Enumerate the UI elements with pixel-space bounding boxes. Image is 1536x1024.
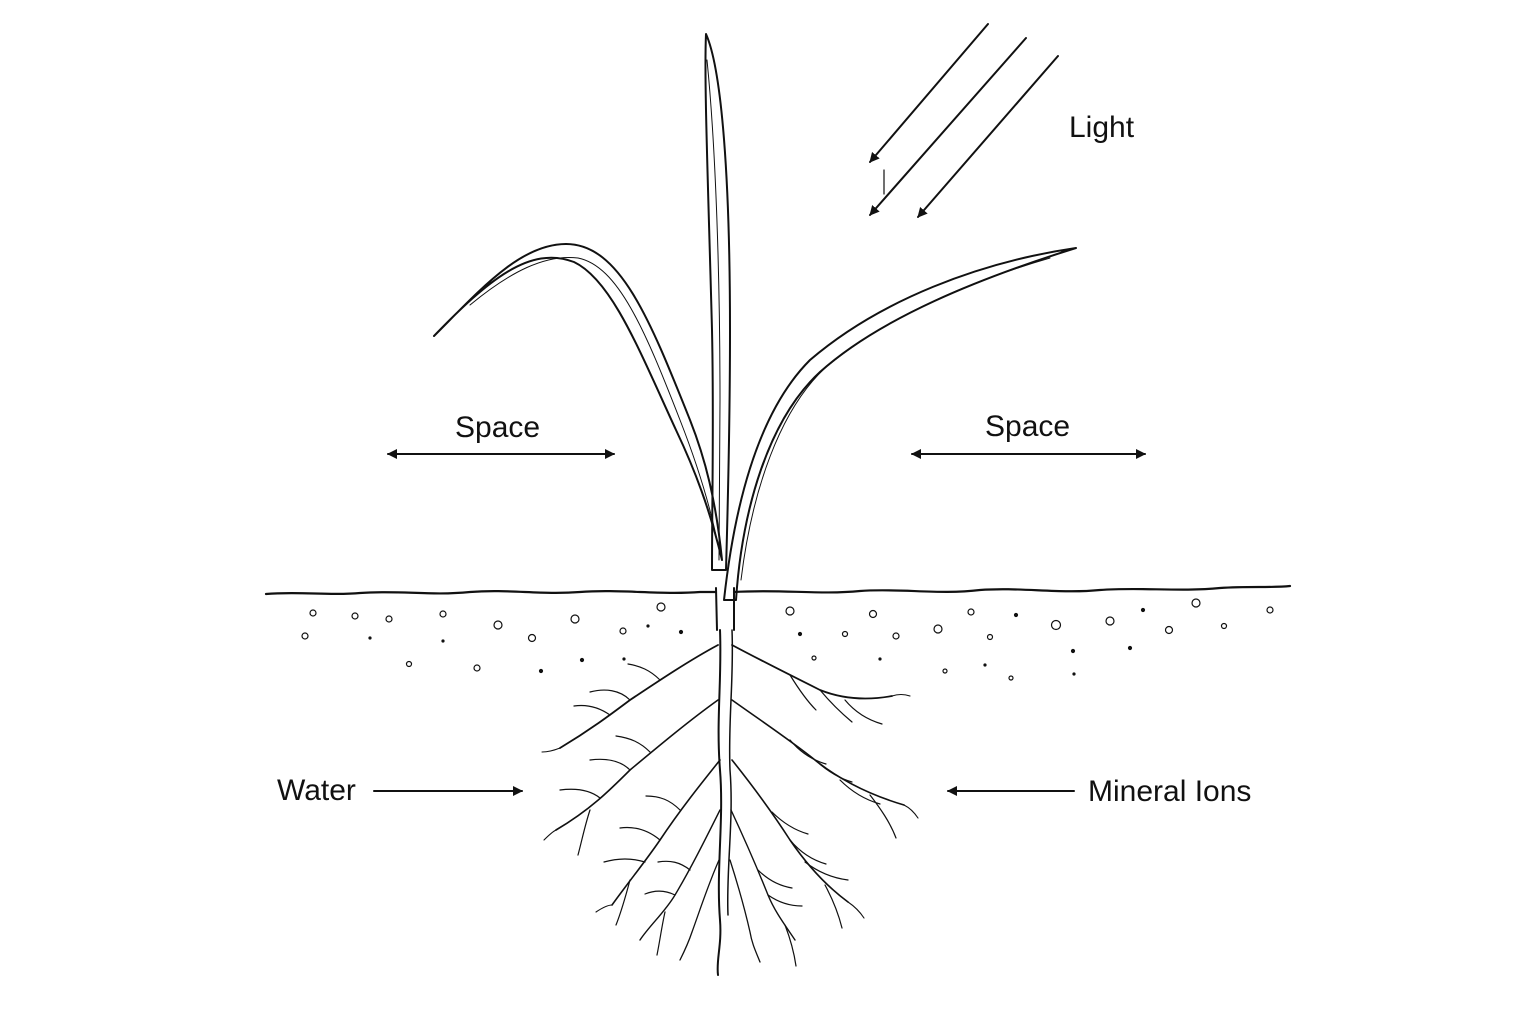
soil-particle xyxy=(811,655,817,661)
soil-particle xyxy=(1013,612,1019,618)
root xyxy=(679,859,720,961)
space-label-right: Space xyxy=(985,410,1070,443)
soil-particle xyxy=(646,624,650,628)
soil-particles xyxy=(301,598,1274,681)
soil-particle xyxy=(1008,675,1014,681)
soil-particle xyxy=(785,606,795,616)
soil-particle xyxy=(1070,648,1076,654)
soil-particle xyxy=(1127,645,1133,651)
soil-particle xyxy=(1191,598,1201,608)
plant-shoot xyxy=(433,33,1077,631)
light-arrows xyxy=(869,23,1059,218)
central-leaf xyxy=(704,33,731,571)
soil-particle xyxy=(493,620,503,630)
soil-particle xyxy=(473,664,481,672)
soil-particle xyxy=(967,608,975,616)
soil-particle xyxy=(619,627,627,635)
root-branch xyxy=(771,811,849,929)
root-branch xyxy=(541,747,613,913)
soil-particle xyxy=(868,609,878,619)
root-branch xyxy=(847,693,919,919)
soil-particle xyxy=(878,657,882,661)
space-label-left: Space xyxy=(455,411,540,444)
root-branch xyxy=(789,674,883,725)
root-branch xyxy=(603,795,681,926)
soil-particle xyxy=(892,632,900,640)
right-leaf-vein xyxy=(740,257,1051,581)
left-leaf xyxy=(433,243,723,561)
soil-particle xyxy=(1105,616,1115,626)
soil-particle xyxy=(405,660,413,668)
root-system xyxy=(541,629,919,976)
soil-particle xyxy=(439,610,447,618)
light-arrow xyxy=(869,23,989,163)
root-branch xyxy=(573,663,661,716)
taproot-edge xyxy=(726,629,734,916)
root-branch xyxy=(757,869,803,967)
stem-base xyxy=(715,587,735,631)
soil-particle xyxy=(1140,607,1146,613)
soil-particle xyxy=(986,633,994,641)
mineral-ions-label: Mineral Ions xyxy=(1088,775,1251,808)
soil-particle xyxy=(797,631,803,637)
root xyxy=(731,644,893,700)
soil-particle xyxy=(368,636,372,640)
root xyxy=(611,759,721,906)
soil-particle xyxy=(309,609,317,617)
soil-particle xyxy=(351,612,359,620)
soil-particle xyxy=(527,633,537,643)
root-branch xyxy=(559,735,651,856)
light-arrow xyxy=(917,55,1059,218)
root xyxy=(729,859,761,963)
soil-particle xyxy=(1072,672,1076,676)
left-leaf-vein xyxy=(469,256,719,546)
light-label: Light xyxy=(1069,111,1135,144)
root-branch xyxy=(644,860,691,956)
central-leaf-vein xyxy=(706,59,721,561)
light-arrow xyxy=(869,37,1027,216)
soil-particle xyxy=(983,663,987,667)
soil-particle xyxy=(933,624,943,634)
soil-particle xyxy=(656,602,666,612)
soil-particle xyxy=(301,632,309,640)
root xyxy=(731,699,905,806)
soil-particle xyxy=(570,614,580,624)
soil-particle xyxy=(385,615,393,623)
soil-surface xyxy=(264,584,1292,596)
soil-particle xyxy=(622,657,626,661)
soil-particle xyxy=(1164,625,1174,635)
soil-particle xyxy=(538,668,544,674)
root xyxy=(555,699,719,831)
root-branch xyxy=(789,739,897,839)
soil-particle xyxy=(1050,619,1062,631)
soil-particle xyxy=(841,630,849,638)
soil-particle xyxy=(942,668,948,674)
water-label: Water xyxy=(277,774,356,807)
root xyxy=(731,759,849,903)
taproot xyxy=(716,629,723,976)
soil-particle xyxy=(1266,606,1274,614)
soil-particle xyxy=(441,639,445,643)
root xyxy=(639,809,721,941)
soil-particle xyxy=(579,657,585,663)
soil-particle xyxy=(678,629,684,635)
soil-particle xyxy=(1220,622,1228,630)
